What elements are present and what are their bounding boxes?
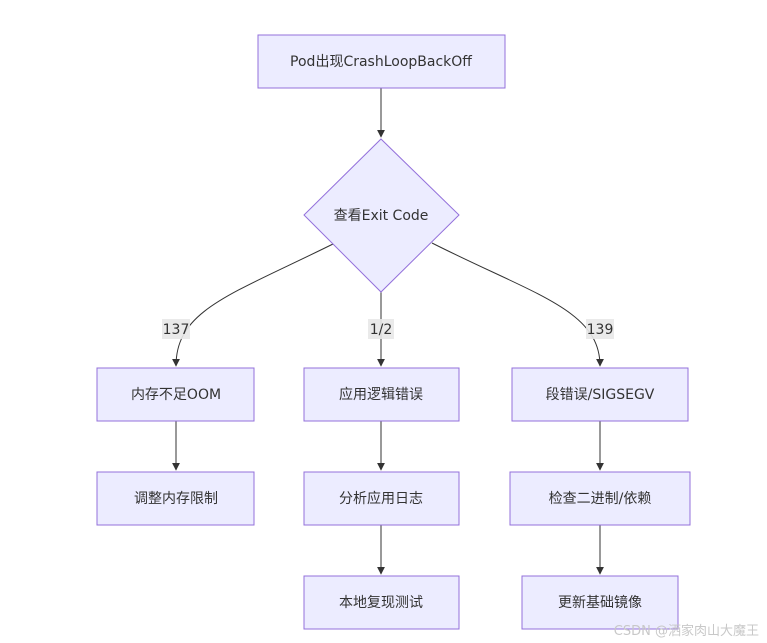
svg-text:更新基础镜像: 更新基础镜像 — [558, 594, 642, 611]
node-segfault: 段错误/SIGSEGV — [511, 367, 689, 422]
node-analyze-logs: 分析应用日志 — [303, 471, 460, 526]
svg-text:1/2: 1/2 — [370, 322, 393, 338]
svg-text:段错误/SIGSEGV: 段错误/SIGSEGV — [546, 387, 655, 403]
edge-decision-to-segfault — [431, 242, 604, 367]
svg-text:分析应用日志: 分析应用日志 — [339, 490, 423, 507]
svg-text:139: 139 — [587, 322, 614, 338]
watermark: CSDN @洒家肉山大魔王 — [613, 624, 759, 639]
node-decision: 查看Exit Code — [303, 138, 460, 293]
svg-text:本地复现测试: 本地复现测试 — [339, 594, 423, 611]
svg-text:137: 137 — [163, 322, 190, 338]
svg-text:调整内存限制: 调整内存限制 — [134, 491, 218, 507]
edge-decision-to-oom — [172, 243, 334, 367]
node-start: Pod出现CrashLoopBackOff — [257, 34, 506, 89]
node-oom: 内存不足OOM — [96, 367, 255, 422]
svg-text:检查二进制/依赖: 检查二进制/依赖 — [549, 491, 652, 507]
node-adjust-memory: 调整内存限制 — [96, 471, 255, 526]
edge-label-137: 137 — [162, 319, 190, 339]
svg-text:应用逻辑错误: 应用逻辑错误 — [339, 386, 423, 403]
svg-text:查看Exit Code: 查看Exit Code — [334, 208, 429, 224]
node-logic-error: 应用逻辑错误 — [303, 367, 460, 422]
node-update-image: 更新基础镜像 — [521, 575, 679, 630]
svg-text:内存不足OOM: 内存不足OOM — [131, 387, 221, 403]
svg-text:Pod出现CrashLoopBackOff: Pod出现CrashLoopBackOff — [290, 54, 472, 70]
edge-label-139: 139 — [586, 319, 614, 339]
edge-label-1-2: 1/2 — [368, 319, 394, 339]
node-local-test: 本地复现测试 — [303, 575, 460, 630]
node-check-binary: 检查二进制/依赖 — [509, 471, 691, 526]
